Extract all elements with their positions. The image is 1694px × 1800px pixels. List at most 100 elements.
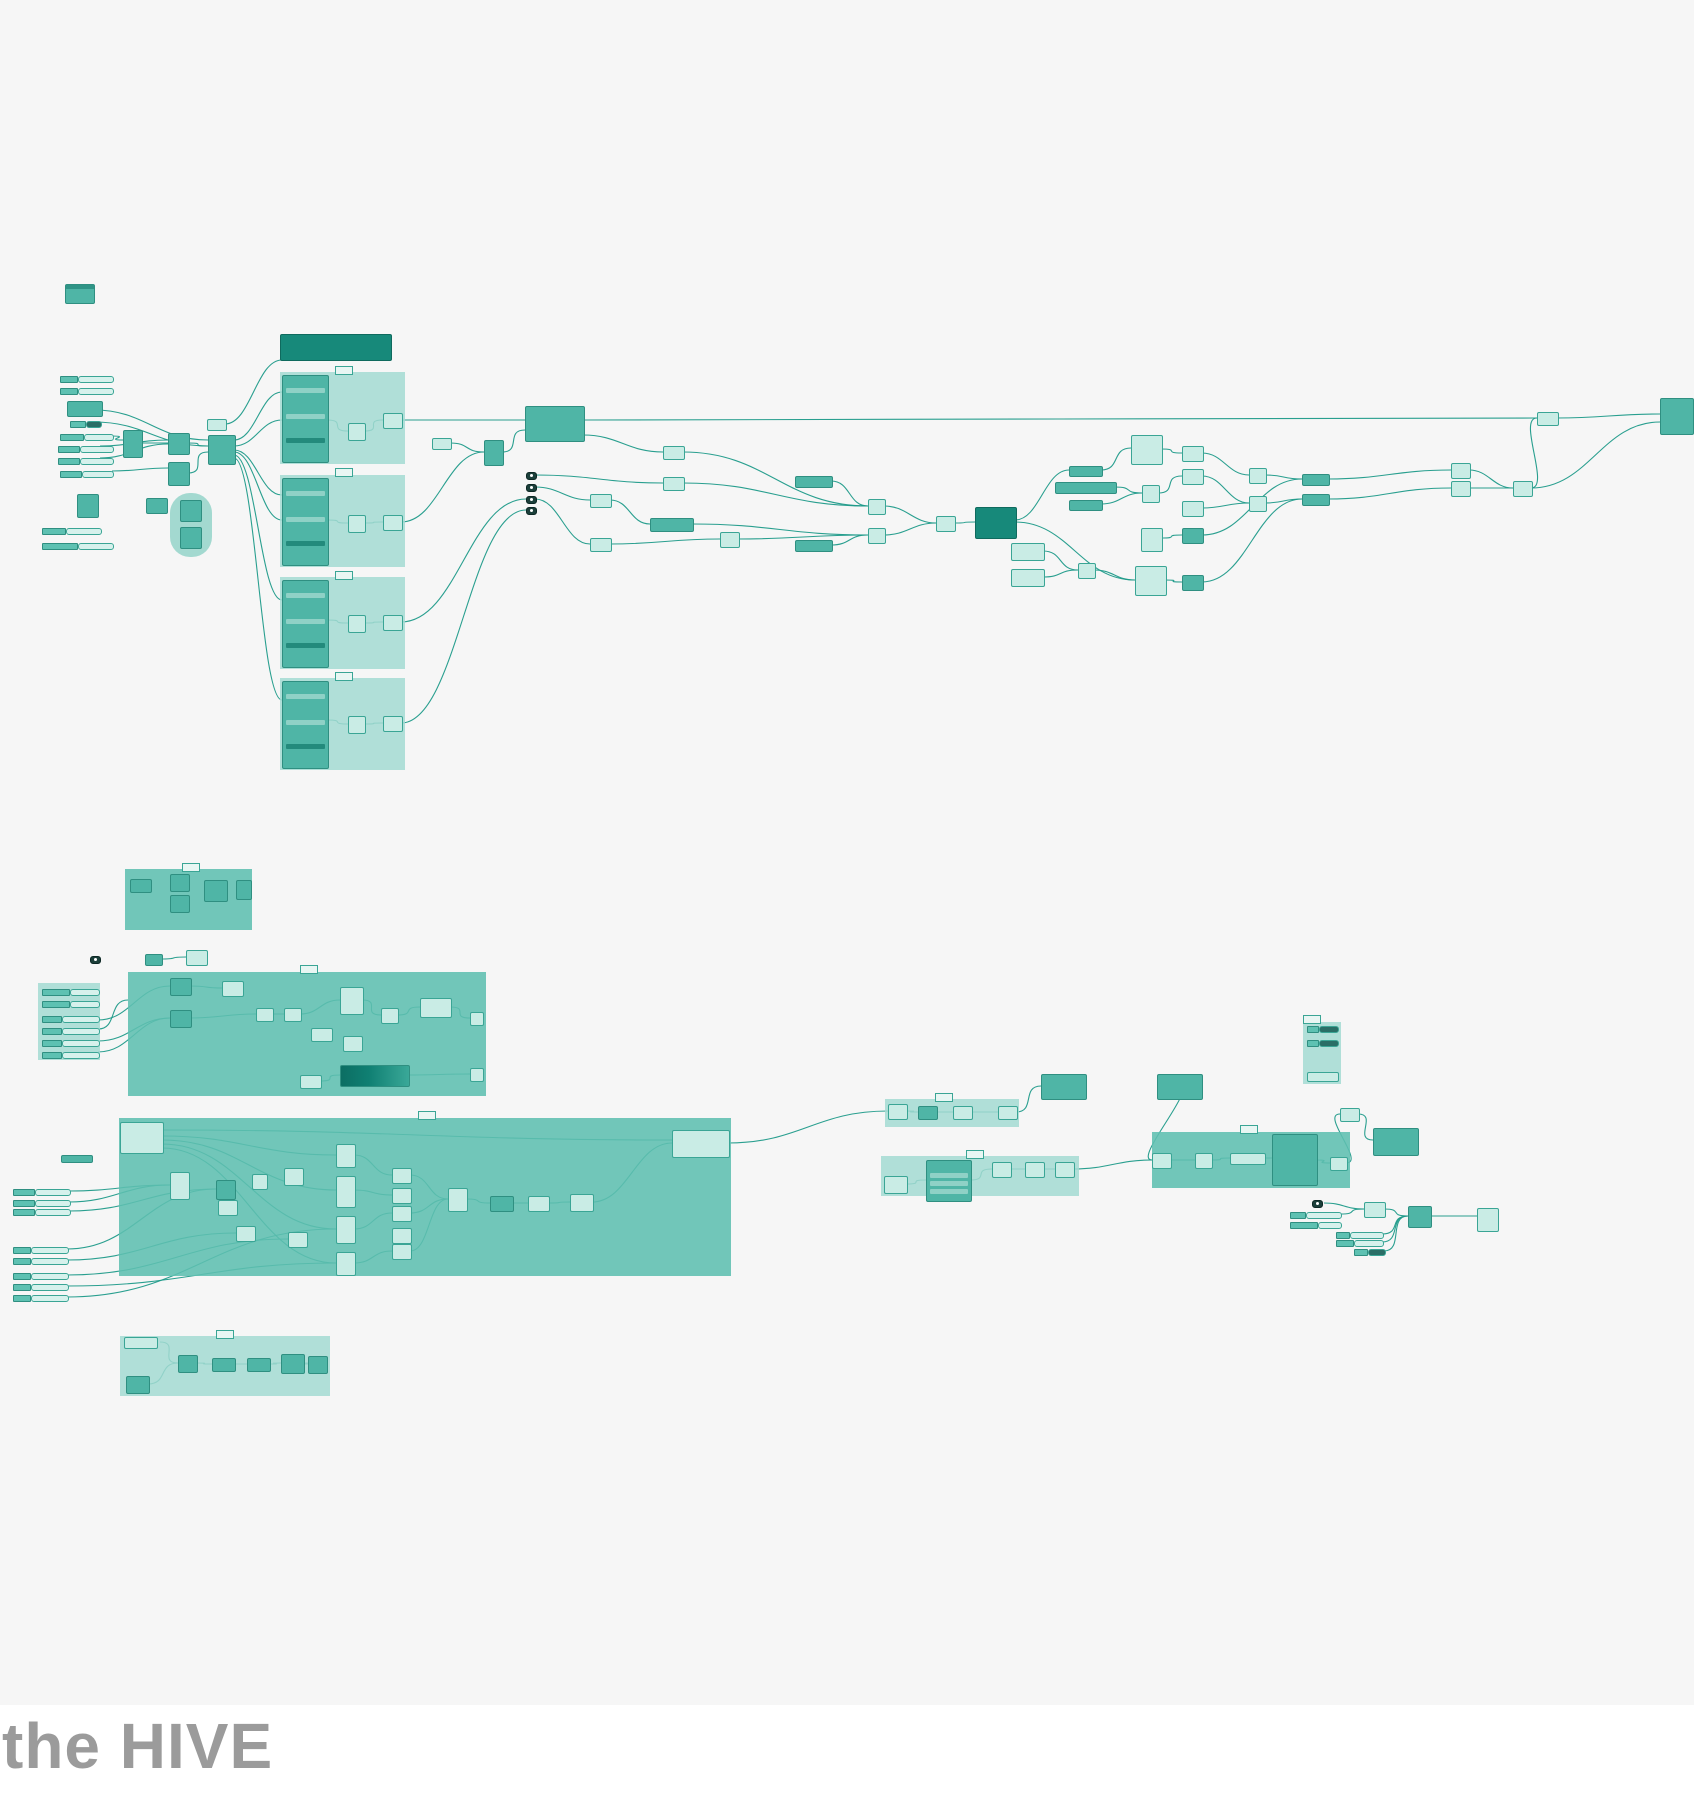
input-slider[interactable] bbox=[42, 1040, 100, 1047]
component-node[interactable] bbox=[288, 1232, 308, 1248]
component-node[interactable] bbox=[975, 507, 1017, 539]
component-node[interactable] bbox=[336, 1252, 356, 1276]
cluster-node[interactable] bbox=[282, 375, 329, 463]
component-node[interactable] bbox=[926, 1160, 972, 1202]
component-node[interactable] bbox=[1249, 496, 1267, 512]
component-node[interactable] bbox=[1011, 543, 1045, 561]
component-node[interactable] bbox=[868, 528, 886, 544]
input-slider[interactable] bbox=[60, 471, 114, 478]
component-node[interactable] bbox=[570, 1194, 594, 1212]
input-slider[interactable] bbox=[1290, 1222, 1342, 1229]
component-node[interactable] bbox=[77, 494, 99, 518]
component-node[interactable] bbox=[392, 1228, 412, 1244]
component-node[interactable] bbox=[207, 419, 227, 431]
component-node[interactable] bbox=[998, 1106, 1018, 1120]
component-node[interactable] bbox=[204, 880, 228, 902]
component-node[interactable] bbox=[392, 1244, 412, 1260]
toggle-pill[interactable] bbox=[526, 484, 537, 492]
component-node[interactable] bbox=[1135, 566, 1167, 596]
input-slider[interactable] bbox=[42, 528, 102, 535]
component-node[interactable] bbox=[383, 413, 403, 429]
component-node[interactable] bbox=[795, 540, 833, 552]
component-node[interactable] bbox=[1069, 466, 1103, 477]
toggle-slider[interactable] bbox=[70, 421, 102, 428]
component-node[interactable] bbox=[383, 716, 403, 732]
component-node[interactable] bbox=[1537, 412, 1559, 426]
input-slider[interactable] bbox=[13, 1273, 69, 1280]
component-node[interactable] bbox=[170, 1010, 192, 1028]
component-node[interactable] bbox=[218, 1200, 238, 1216]
input-slider[interactable] bbox=[13, 1295, 69, 1302]
component-node[interactable] bbox=[1182, 469, 1204, 485]
component-node[interactable] bbox=[1025, 1162, 1045, 1178]
component-node[interactable] bbox=[170, 895, 190, 913]
input-slider[interactable] bbox=[1336, 1232, 1384, 1239]
input-slider[interactable] bbox=[42, 543, 114, 550]
toggle-slider[interactable] bbox=[1307, 1026, 1339, 1033]
component-node[interactable] bbox=[311, 1028, 333, 1042]
component-node[interactable] bbox=[720, 532, 740, 548]
component-node[interactable] bbox=[663, 477, 685, 491]
list-panel-node[interactable] bbox=[1272, 1134, 1318, 1186]
component-node[interactable] bbox=[236, 880, 252, 900]
component-node[interactable] bbox=[336, 1176, 356, 1208]
component-node[interactable] bbox=[1011, 569, 1045, 587]
component-node[interactable] bbox=[120, 1122, 164, 1154]
toggle-pill[interactable] bbox=[90, 956, 101, 964]
component-node[interactable] bbox=[256, 1008, 274, 1022]
input-slider[interactable] bbox=[60, 376, 114, 383]
component-node[interactable] bbox=[381, 1008, 399, 1024]
top-header-node[interactable] bbox=[280, 334, 392, 361]
component-node[interactable] bbox=[126, 1376, 150, 1394]
component-node[interactable] bbox=[343, 1036, 363, 1052]
component-node[interactable] bbox=[490, 1196, 514, 1212]
component-node[interactable] bbox=[1249, 468, 1267, 484]
toggle-pill[interactable] bbox=[526, 472, 537, 480]
toggle-slider[interactable] bbox=[1354, 1249, 1386, 1256]
input-slider[interactable] bbox=[13, 1247, 69, 1254]
component-node[interactable] bbox=[180, 527, 202, 549]
component-node[interactable] bbox=[1513, 481, 1533, 497]
component-node[interactable] bbox=[1182, 446, 1204, 462]
component-node[interactable] bbox=[1451, 463, 1471, 479]
input-slider[interactable] bbox=[13, 1200, 71, 1207]
component-node[interactable] bbox=[888, 1104, 908, 1120]
component-node[interactable] bbox=[383, 615, 403, 631]
component-node[interactable] bbox=[348, 515, 366, 533]
component-node[interactable] bbox=[336, 1216, 356, 1244]
component-node[interactable] bbox=[348, 615, 366, 633]
component-node[interactable] bbox=[1408, 1206, 1432, 1228]
component-node[interactable] bbox=[1182, 528, 1204, 544]
component-node[interactable] bbox=[340, 987, 364, 1015]
toggle-pill[interactable] bbox=[526, 496, 537, 504]
component-node[interactable] bbox=[1182, 501, 1204, 517]
component-node[interactable] bbox=[992, 1162, 1012, 1178]
component-node[interactable] bbox=[216, 1180, 236, 1200]
component-node[interactable] bbox=[392, 1188, 412, 1204]
input-slider[interactable] bbox=[13, 1284, 69, 1291]
component-node[interactable] bbox=[868, 499, 886, 515]
grasshopper-canvas[interactable] bbox=[0, 0, 1694, 1705]
component-node[interactable] bbox=[590, 538, 612, 552]
component-node[interactable] bbox=[1182, 575, 1204, 591]
input-slider[interactable] bbox=[42, 1052, 100, 1059]
component-node[interactable] bbox=[208, 435, 236, 465]
toggle-slider[interactable] bbox=[1307, 1040, 1339, 1047]
component-node[interactable] bbox=[170, 978, 192, 996]
component-node[interactable] bbox=[247, 1358, 271, 1372]
input-slider[interactable] bbox=[60, 434, 114, 441]
component-node[interactable] bbox=[1157, 1074, 1203, 1100]
input-slider[interactable] bbox=[42, 989, 100, 996]
component-node[interactable] bbox=[953, 1106, 973, 1120]
component-node[interactable] bbox=[1055, 482, 1117, 494]
component-node[interactable] bbox=[1152, 1153, 1172, 1169]
component-node[interactable] bbox=[448, 1188, 468, 1212]
component-node[interactable] bbox=[145, 954, 163, 966]
component-node[interactable] bbox=[348, 716, 366, 734]
component-node[interactable] bbox=[212, 1358, 236, 1372]
component-node[interactable] bbox=[284, 1168, 304, 1186]
component-node[interactable] bbox=[1141, 528, 1163, 552]
component-node[interactable] bbox=[1302, 494, 1330, 506]
component-node[interactable] bbox=[1307, 1072, 1339, 1082]
component-node[interactable] bbox=[284, 1008, 302, 1022]
